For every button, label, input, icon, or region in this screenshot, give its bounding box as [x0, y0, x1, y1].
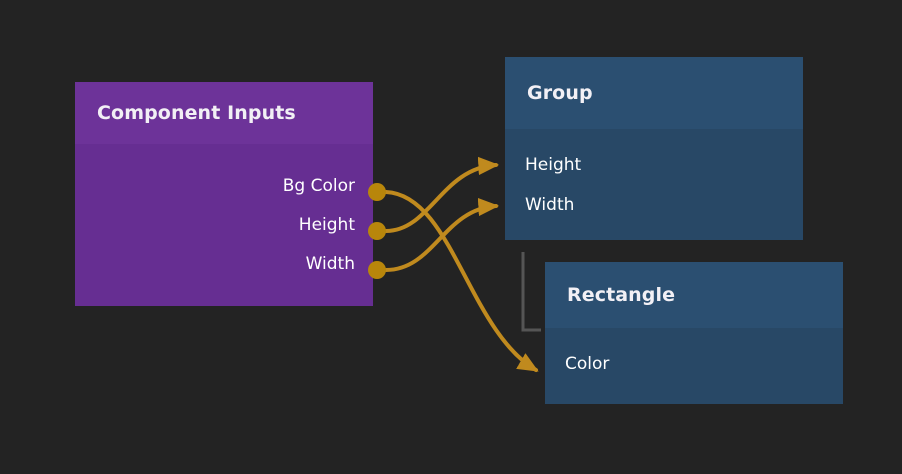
- port-label: Width: [525, 195, 575, 215]
- wire-width-to-group-width: [384, 197, 500, 272]
- port-dot-width[interactable]: [368, 261, 386, 279]
- node-header-rectangle[interactable]: Rectangle: [545, 262, 843, 328]
- node-group[interactable]: Group Height Width: [505, 57, 803, 240]
- output-port-height[interactable]: Height: [75, 205, 373, 244]
- node-title: Component Inputs: [97, 102, 296, 124]
- port-label: Color: [565, 354, 610, 374]
- input-port-width[interactable]: Width: [505, 185, 803, 225]
- port-label: Height: [525, 155, 582, 175]
- input-port-color[interactable]: Color: [545, 344, 843, 384]
- node-body-rectangle: Color: [545, 328, 843, 404]
- port-dot-bg-color[interactable]: [368, 183, 386, 201]
- node-title: Rectangle: [567, 284, 676, 306]
- port-dot-height[interactable]: [368, 222, 386, 240]
- node-component-inputs[interactable]: Component Inputs Bg Color Height Width: [75, 82, 373, 306]
- wire-height-to-group-height: [384, 156, 500, 233]
- port-label: Height: [298, 214, 355, 235]
- node-body-group: Height Width: [505, 129, 803, 240]
- port-label: Width: [305, 253, 355, 274]
- node-header-component-inputs[interactable]: Component Inputs: [75, 82, 373, 144]
- node-body-component-inputs: Bg Color Height Width: [75, 144, 373, 306]
- output-port-bg-color[interactable]: Bg Color: [75, 166, 373, 205]
- node-rectangle[interactable]: Rectangle Color: [545, 262, 843, 404]
- output-port-width[interactable]: Width: [75, 244, 373, 283]
- port-label: Bg Color: [282, 175, 355, 196]
- node-header-group[interactable]: Group: [505, 57, 803, 129]
- input-port-height[interactable]: Height: [505, 145, 803, 185]
- node-title: Group: [527, 82, 593, 104]
- hierarchy-bracket-group-rectangle: [521, 252, 541, 332]
